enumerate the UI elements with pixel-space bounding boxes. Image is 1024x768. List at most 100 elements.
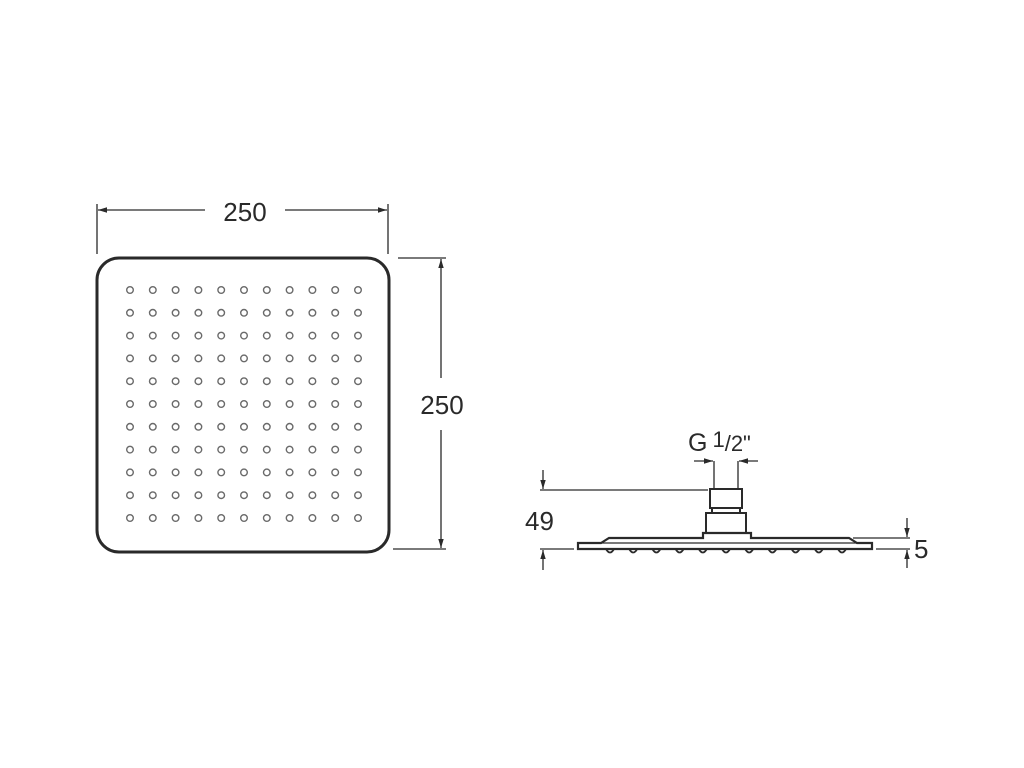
spray-hole (194, 468, 203, 477)
spray-hole (308, 468, 317, 477)
spray-hole (239, 400, 248, 409)
spray-hole (354, 445, 363, 454)
spray-hole (125, 286, 134, 295)
spray-hole (331, 491, 340, 500)
spray-hole (285, 286, 294, 295)
spray-hole (285, 468, 294, 477)
spray-hole (262, 491, 271, 500)
nozzle (721, 548, 731, 554)
spray-hole (331, 308, 340, 317)
spray-hole (125, 422, 134, 431)
spray-hole (354, 514, 363, 523)
spray-hole (331, 514, 340, 523)
spray-hole (217, 354, 226, 363)
spray-hole (308, 491, 317, 500)
spray-hole (331, 400, 340, 409)
width-dimension: 250 (96, 197, 389, 254)
height-label: 250 (420, 390, 463, 420)
spray-hole (354, 468, 363, 477)
spray-hole (262, 308, 271, 317)
spray-hole (148, 354, 157, 363)
spray-hole (239, 377, 248, 386)
spray-hole (239, 445, 248, 454)
side-plate (576, 531, 874, 551)
spray-hole (262, 377, 271, 386)
spray-hole (354, 331, 363, 340)
nozzle (628, 548, 638, 554)
spray-hole (148, 377, 157, 386)
spray-hole (125, 400, 134, 409)
fitting (705, 488, 747, 534)
spray-hole (308, 445, 317, 454)
spray-hole (262, 422, 271, 431)
spray-hole (194, 308, 203, 317)
spray-hole (285, 514, 294, 523)
spray-hole (239, 354, 248, 363)
spray-hole (171, 491, 180, 500)
nozzle (651, 548, 662, 554)
spray-hole (308, 354, 317, 363)
plate-thickness-label: 5 (914, 534, 928, 564)
spray-hole (308, 286, 317, 295)
spray-hole (262, 468, 271, 477)
spray-hole (171, 514, 180, 523)
spray-hole (308, 400, 317, 409)
plate-thickness-dimension: 5 (853, 518, 928, 568)
spray-hole (217, 491, 226, 500)
spray-hole (308, 514, 317, 523)
spray-hole (285, 377, 294, 386)
spray-hole (148, 514, 157, 523)
side-view (576, 488, 874, 554)
spray-hole (148, 400, 157, 409)
overall-height-label: 49 (525, 506, 554, 536)
spray-hole (354, 400, 363, 409)
spray-hole (285, 308, 294, 317)
spray-hole (354, 422, 363, 431)
spray-hole (148, 491, 157, 500)
nozzle (767, 548, 778, 554)
spray-hole (262, 445, 271, 454)
nozzle (605, 548, 615, 554)
spray-hole (148, 468, 157, 477)
spray-hole (217, 308, 226, 317)
spray-hole (217, 400, 226, 409)
spray-hole-grid (125, 286, 363, 523)
spray-hole (194, 445, 203, 454)
spray-hole (125, 468, 134, 477)
spray-hole (354, 491, 363, 500)
spray-hole (285, 400, 294, 409)
spray-hole (331, 445, 340, 454)
spray-hole (171, 308, 180, 317)
width-label: 250 (223, 197, 266, 227)
spray-hole (262, 514, 271, 523)
nozzle (674, 548, 685, 554)
spray-hole (239, 491, 248, 500)
spray-hole (354, 286, 363, 295)
spray-hole (148, 422, 157, 431)
spray-hole (239, 468, 248, 477)
spray-hole (171, 331, 180, 340)
nozzle (790, 548, 801, 554)
spray-hole (194, 422, 203, 431)
spray-hole (171, 445, 180, 454)
spray-hole (171, 400, 180, 409)
spray-hole (331, 468, 340, 477)
spray-hole (285, 445, 294, 454)
spray-hole (331, 331, 340, 340)
spray-hole (239, 308, 248, 317)
spray-hole (148, 286, 157, 295)
spray-hole (354, 308, 363, 317)
spray-hole (331, 354, 340, 363)
spray-hole (239, 422, 248, 431)
spray-hole (125, 331, 134, 340)
nozzle (837, 548, 847, 554)
spray-hole (125, 354, 134, 363)
spray-hole (239, 514, 248, 523)
spray-hole (331, 422, 340, 431)
spray-hole (285, 491, 294, 500)
spray-hole (171, 286, 180, 295)
spray-hole (217, 445, 226, 454)
spray-hole (239, 331, 248, 340)
